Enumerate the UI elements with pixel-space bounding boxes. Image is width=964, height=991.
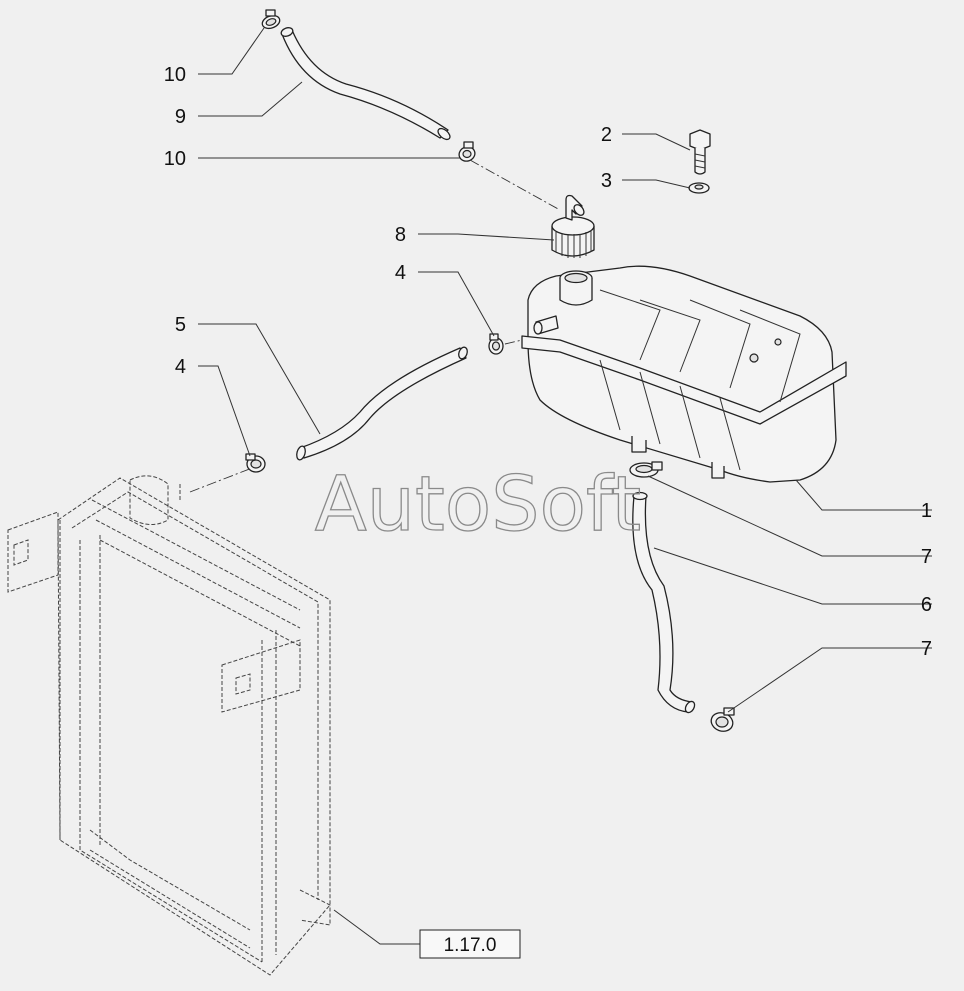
- callout-8: 8: [395, 224, 406, 246]
- hose-5: [296, 346, 468, 461]
- bolt: [689, 129, 711, 175]
- clamp-10-mid: [458, 141, 476, 162]
- callout-7-bottom: 7: [921, 638, 932, 660]
- hose-9: [280, 27, 451, 141]
- assembly-axes: [189, 159, 561, 493]
- callout-5: 5: [175, 314, 186, 336]
- callout-4-left: 4: [175, 356, 186, 378]
- clamp-4-left: [245, 453, 266, 473]
- watermark: AutoSoft: [315, 459, 641, 548]
- hose-6: [632, 491, 696, 714]
- washer: [688, 182, 710, 194]
- callout-6: 6: [921, 594, 932, 616]
- callout-7-top: 7: [921, 546, 932, 568]
- reference-label[interactable]: 1.17.0: [444, 935, 497, 956]
- clamp-10-top: [261, 9, 281, 30]
- callout-4-right: 4: [395, 262, 406, 284]
- clamp-4-right: [488, 333, 504, 355]
- callout-3: 3: [601, 170, 612, 192]
- callout-10-mid: 10: [164, 148, 186, 170]
- radiator-ghost: [7, 475, 331, 976]
- pressure-cap: [551, 194, 595, 258]
- expansion-tank: [521, 265, 847, 483]
- clamp-7-top: [629, 461, 663, 478]
- clamp-7-bottom: [710, 707, 735, 732]
- callout-1: 1: [921, 500, 932, 522]
- callout-10-top: 10: [164, 64, 186, 86]
- leader-lines: [198, 27, 932, 945]
- callout-9: 9: [175, 106, 186, 128]
- reference-box[interactable]: 1.17.0: [419, 929, 521, 959]
- callouts: 1 2 3 4 4 5 6 7 7 8 9 10 10: [164, 64, 932, 660]
- callout-2: 2: [601, 124, 612, 146]
